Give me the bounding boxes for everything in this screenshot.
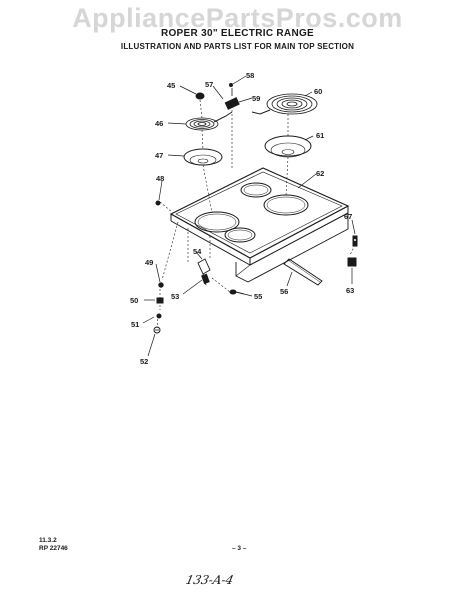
top-hinge-bracket	[197, 258, 211, 286]
callout-57: 57	[205, 80, 213, 89]
callout-45: 45	[167, 81, 175, 90]
callout-59: 59	[252, 94, 260, 103]
element-cap	[195, 92, 205, 100]
callout-46: 46	[155, 119, 163, 128]
callout-62: 62	[316, 169, 324, 178]
callout-50: 50	[130, 296, 138, 305]
callout-48: 48	[156, 174, 164, 183]
page-title: ROPER 30" ELECTRIC RANGE	[160, 28, 315, 39]
page-number: – 3 –	[232, 545, 247, 552]
support-rod	[283, 258, 323, 286]
doc-code: 11.3.2	[39, 537, 57, 544]
callout-61: 61	[316, 131, 324, 140]
callout-56: 56	[280, 287, 288, 296]
main-top-panel	[169, 167, 350, 283]
handwritten-note: 133-A-4	[184, 573, 235, 587]
burner-openings	[194, 182, 309, 243]
screw-48	[155, 200, 161, 206]
callout-numbers: 45 57 58 59 60 46 61 47 62 48 67 54 49 5…	[130, 71, 354, 366]
large-surface-element	[251, 93, 318, 115]
small-drip-bowl	[183, 148, 223, 166]
callout-leaders	[142, 75, 356, 357]
assembly-guide-lines	[156, 99, 356, 329]
callout-63: 63	[346, 286, 354, 295]
page-subtitle: ILLUSTRATION AND PARTS LIST FOR MAIN TOP…	[120, 42, 355, 51]
callout-52: 52	[140, 357, 148, 366]
callout-60: 60	[314, 87, 322, 96]
callout-53: 53	[171, 292, 179, 301]
part-ref: RP 22746	[39, 545, 68, 552]
large-drip-bowl	[264, 135, 312, 158]
element-receptacle	[224, 88, 240, 110]
screw-55	[229, 289, 245, 295]
watermark: AppliancePartsPros.com	[72, 3, 403, 33]
callout-58: 58	[246, 71, 254, 80]
screw-58	[229, 83, 233, 87]
small-surface-element	[185, 111, 233, 131]
callout-67: 67	[344, 212, 352, 221]
left-fasteners	[153, 282, 164, 334]
callout-55: 55	[254, 292, 262, 301]
callout-51: 51	[131, 320, 139, 329]
callout-49: 49	[145, 258, 153, 267]
callout-54: 54	[193, 247, 202, 256]
right-fasteners	[347, 235, 358, 267]
callout-47: 47	[155, 151, 163, 160]
